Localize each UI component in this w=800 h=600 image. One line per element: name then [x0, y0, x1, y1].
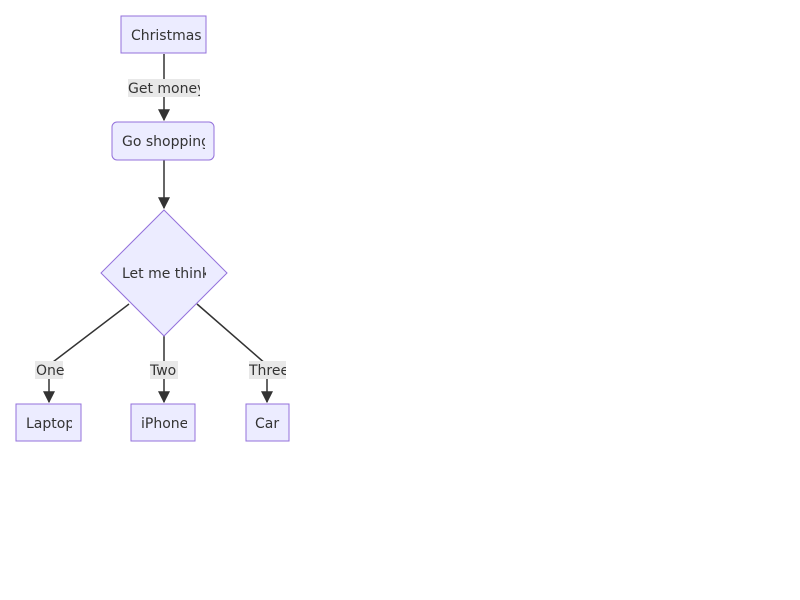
- edge-label-get-money: Get money: [128, 79, 205, 97]
- edge-label-one: One: [35, 361, 65, 379]
- node-christmas[interactable]: Christmas: [120, 15, 207, 54]
- edge-label-three-text: Three: [248, 363, 289, 379]
- node-decision-label: Let me think: [122, 266, 211, 282]
- node-go-shopping[interactable]: Go shopping: [111, 121, 215, 161]
- node-laptop[interactable]: Laptop: [15, 403, 82, 442]
- node-car-label: Car: [255, 416, 279, 432]
- edge-decision-to-laptop: [43, 303, 130, 404]
- node-car[interactable]: Car: [245, 403, 290, 442]
- edge-label-three: Three: [248, 361, 289, 379]
- edge-decision-to-car: [196, 303, 273, 404]
- node-iphone-label: iPhone: [141, 416, 188, 432]
- node-decision[interactable]: Let me think: [100, 209, 228, 337]
- node-christmas-label: Christmas: [131, 28, 202, 44]
- edge-label-one-text: One: [36, 363, 65, 379]
- edge-label-two: Two: [149, 361, 178, 379]
- edge-label-get-money-text: Get money: [128, 81, 205, 97]
- edge-label-two-text: Two: [149, 363, 176, 379]
- node-laptop-label: Laptop: [26, 416, 74, 432]
- node-go-shopping-label: Go shopping: [122, 134, 210, 150]
- node-iphone[interactable]: iPhone: [130, 403, 196, 442]
